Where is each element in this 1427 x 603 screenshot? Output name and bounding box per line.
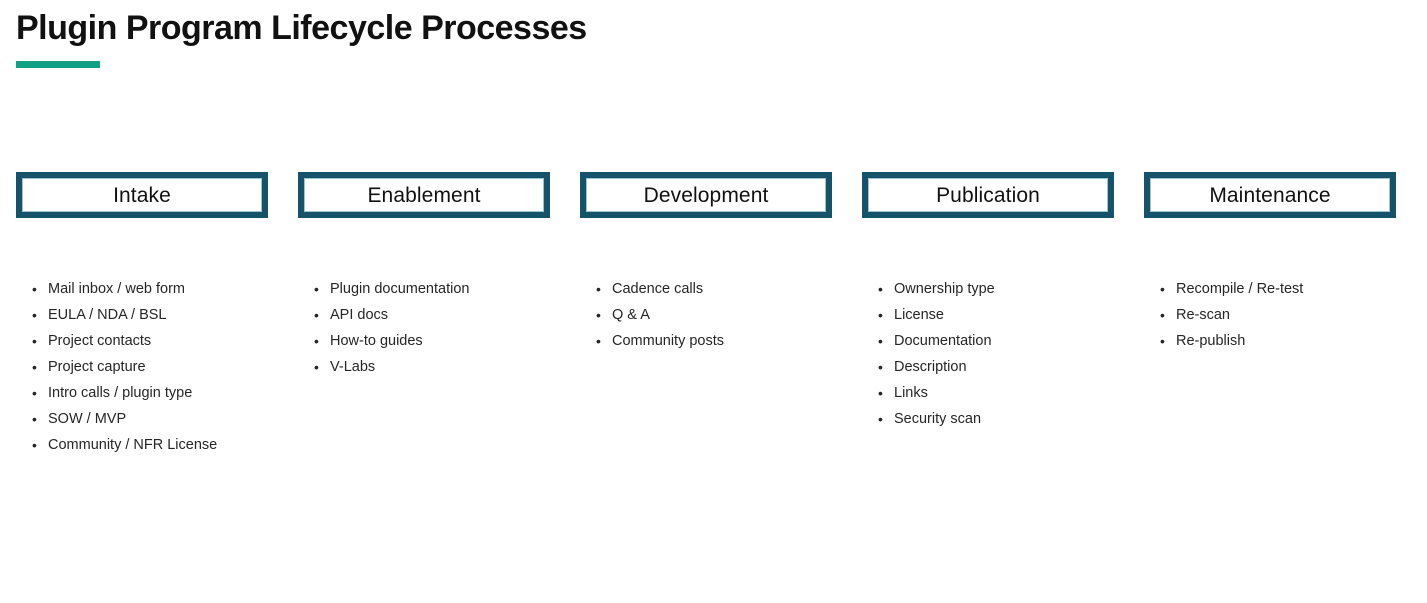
- phase-label: Development: [643, 183, 769, 207]
- list-item-label: License: [894, 307, 944, 323]
- bullet-icon: •: [878, 307, 883, 323]
- bullet-icon: •: [596, 333, 601, 349]
- list-item: • Links: [862, 380, 1114, 406]
- list-item-label: Re-scan: [1176, 307, 1230, 323]
- bullet-icon: •: [32, 437, 37, 453]
- bullet-icon: •: [878, 359, 883, 375]
- phase-column-enablement: Enablement • Plugin documentation • API …: [298, 172, 550, 380]
- phase-header-publication[interactable]: Publication: [862, 172, 1114, 218]
- list-item: • Project capture: [16, 354, 268, 380]
- phase-header-intake[interactable]: Intake: [16, 172, 268, 218]
- bullet-icon: •: [32, 307, 37, 323]
- list-item: • Recompile / Re-test: [1144, 276, 1396, 302]
- list-item-label: Project capture: [48, 359, 146, 375]
- phase-column-intake: Intake • Mail inbox / web form • EULA / …: [16, 172, 268, 458]
- list-item-label: Documentation: [894, 333, 992, 349]
- list-item-label: Q & A: [612, 307, 650, 323]
- list-item: • Security scan: [862, 406, 1114, 432]
- list-item: • API docs: [298, 302, 550, 328]
- list-item: • Description: [862, 354, 1114, 380]
- phase-header-enablement[interactable]: Enablement: [298, 172, 550, 218]
- list-item-label: Community posts: [612, 333, 725, 349]
- list-item-label: Links: [894, 385, 928, 401]
- bullet-icon: •: [32, 281, 37, 297]
- list-item-label: Community / NFR License: [48, 437, 218, 453]
- phase-label: Enablement: [367, 183, 481, 207]
- list-item-label: API docs: [330, 307, 389, 323]
- list-item: • SOW / MVP: [16, 406, 268, 432]
- list-item-label: Mail inbox / web form: [48, 281, 185, 297]
- phase-header-development[interactable]: Development: [580, 172, 832, 218]
- list-item-label: Description: [894, 359, 967, 375]
- page-title: Plugin Program Lifecycle Processes: [16, 9, 587, 47]
- title-block: Plugin Program Lifecycle Processes: [16, 9, 587, 69]
- phase-column-publication: Publication • Ownership type • License •…: [862, 172, 1114, 432]
- phase-item-list-intake: • Mail inbox / web form • EULA / NDA / B…: [16, 276, 268, 458]
- list-item-label: SOW / MVP: [48, 411, 127, 427]
- phase-header-maintenance[interactable]: Maintenance: [1144, 172, 1396, 218]
- list-item: • Intro calls / plugin type: [16, 380, 268, 406]
- list-item: • Community / NFR License: [16, 432, 268, 458]
- list-item: • Documentation: [862, 328, 1114, 354]
- list-item: • V-Labs: [298, 354, 550, 380]
- bullet-icon: •: [596, 307, 601, 323]
- list-item: • Re-publish: [1144, 328, 1396, 354]
- list-item: • Q & A: [580, 302, 832, 328]
- phase-label: Maintenance: [1209, 183, 1331, 207]
- bullet-icon: •: [32, 359, 37, 375]
- bullet-icon: •: [32, 333, 37, 349]
- list-item: • Community posts: [580, 328, 832, 354]
- list-item: • Mail inbox / web form: [16, 276, 268, 302]
- bullet-icon: •: [1160, 307, 1165, 323]
- bullet-icon: •: [314, 281, 319, 297]
- bullet-icon: •: [878, 333, 883, 349]
- list-item: • Plugin documentation: [298, 276, 550, 302]
- list-item-label: Cadence calls: [612, 281, 704, 297]
- phase-column-development: Development • Cadence calls • Q & A • Co…: [580, 172, 832, 354]
- bullet-icon: •: [314, 333, 319, 349]
- list-item-label: Re-publish: [1176, 333, 1246, 349]
- list-item: • Project contacts: [16, 328, 268, 354]
- phase-item-list-maintenance: • Recompile / Re-test • Re-scan • Re-pub…: [1144, 276, 1396, 354]
- list-item-label: EULA / NDA / BSL: [48, 307, 167, 323]
- list-item-label: How-to guides: [330, 333, 423, 349]
- bullet-icon: •: [32, 385, 37, 401]
- phase-label: Publication: [936, 183, 1040, 207]
- bullet-icon: •: [878, 385, 883, 401]
- bullet-icon: •: [1160, 333, 1165, 349]
- bullet-icon: •: [314, 359, 319, 375]
- list-item-label: Security scan: [894, 411, 982, 427]
- lifecycle-phase-columns: Intake • Mail inbox / web form • EULA / …: [16, 172, 1398, 458]
- list-item-label: Ownership type: [894, 281, 995, 297]
- phase-column-maintenance: Maintenance • Recompile / Re-test • Re-s…: [1144, 172, 1396, 354]
- phase-item-list-enablement: • Plugin documentation • API docs • How-…: [298, 276, 550, 380]
- title-accent-rule: [16, 61, 100, 69]
- list-item: • Ownership type: [862, 276, 1114, 302]
- list-item: • License: [862, 302, 1114, 328]
- list-item: • Re-scan: [1144, 302, 1396, 328]
- list-item-label: V-Labs: [330, 359, 376, 375]
- bullet-icon: •: [878, 411, 883, 427]
- list-item: • How-to guides: [298, 328, 550, 354]
- list-item: • Cadence calls: [580, 276, 832, 302]
- bullet-icon: •: [878, 281, 883, 297]
- bullet-icon: •: [32, 411, 37, 427]
- list-item-label: Intro calls / plugin type: [48, 385, 193, 401]
- bullet-icon: •: [314, 307, 319, 323]
- bullet-icon: •: [596, 281, 601, 297]
- bullet-icon: •: [1160, 281, 1165, 297]
- phase-label: Intake: [113, 183, 171, 207]
- phase-item-list-publication: • Ownership type • License • Documentati…: [862, 276, 1114, 432]
- phase-item-list-development: • Cadence calls • Q & A • Community post…: [580, 276, 832, 354]
- list-item-label: Plugin documentation: [330, 281, 470, 297]
- list-item: • EULA / NDA / BSL: [16, 302, 268, 328]
- list-item-label: Recompile / Re-test: [1176, 281, 1304, 297]
- list-item-label: Project contacts: [48, 333, 152, 349]
